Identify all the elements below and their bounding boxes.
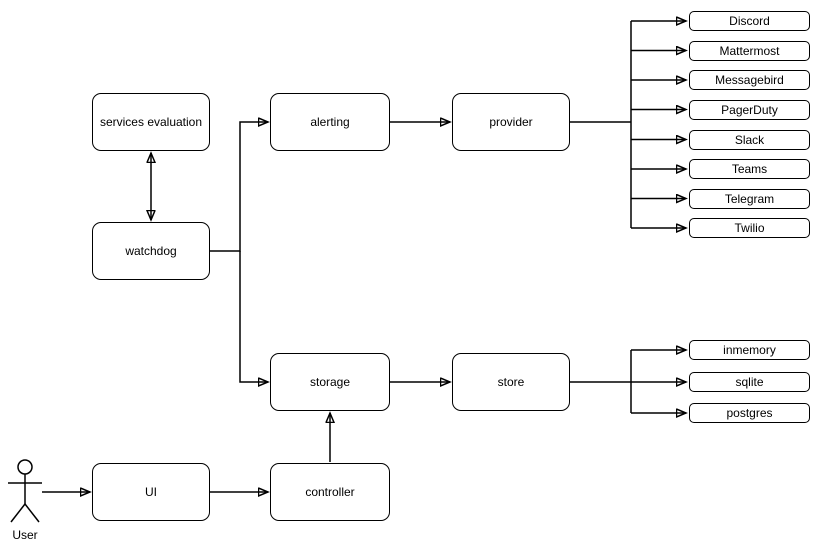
node-postgres-label: postgres — [726, 406, 773, 420]
edge-watchdog-alerting — [210, 122, 268, 252]
node-telegram: Telegram — [689, 188, 810, 209]
user-actor-label: User — [12, 528, 38, 542]
node-sqlite: sqlite — [689, 372, 810, 392]
node-ui-label: UI — [145, 485, 157, 499]
node-alerting-label: alerting — [310, 115, 350, 129]
node-teams-label: Teams — [731, 162, 768, 176]
node-inmemory-label: inmemory — [723, 343, 776, 357]
node-messagebird-label: Messagebird — [715, 73, 784, 87]
node-slack: Slack — [689, 129, 810, 150]
node-telegram-label: Telegram — [724, 191, 775, 206]
node-store-label: store — [497, 375, 525, 389]
node-postgres: postgres — [689, 403, 810, 423]
node-services-evaluation: services evaluation — [92, 93, 210, 151]
node-storage-label: storage — [309, 375, 351, 389]
node-store: store — [452, 353, 570, 411]
node-provider: provider — [452, 93, 570, 151]
node-alerting: alerting — [270, 93, 390, 151]
node-provider-label: provider — [489, 115, 533, 129]
node-mattermost-label: Mattermost — [719, 43, 780, 58]
node-twilio: Twilio — [689, 218, 810, 238]
node-mattermost: Mattermost — [689, 40, 810, 61]
node-messagebird: Messagebird — [689, 70, 810, 90]
node-services-evaluation-label: services evaluation — [99, 115, 203, 129]
node-twilio-label: Twilio — [734, 221, 765, 235]
node-controller: controller — [270, 463, 390, 521]
node-watchdog-label: watchdog — [125, 244, 177, 258]
node-discord: Discord — [689, 11, 810, 31]
node-watchdog: watchdog — [92, 222, 210, 280]
node-inmemory: inmemory — [689, 340, 810, 360]
user-actor-icon — [8, 459, 42, 523]
node-pagerduty: PagerDuty — [689, 99, 810, 120]
node-sqlite-label: sqlite — [735, 375, 764, 389]
node-pagerduty-label: PagerDuty — [721, 102, 778, 117]
node-slack-label: Slack — [734, 132, 765, 147]
node-teams: Teams — [689, 159, 810, 179]
node-controller-label: controller — [305, 485, 355, 499]
node-discord-label: Discord — [729, 14, 770, 28]
node-storage: storage — [270, 353, 390, 411]
edge-watchdog-storage — [239, 251, 268, 382]
node-ui: UI — [92, 463, 210, 521]
